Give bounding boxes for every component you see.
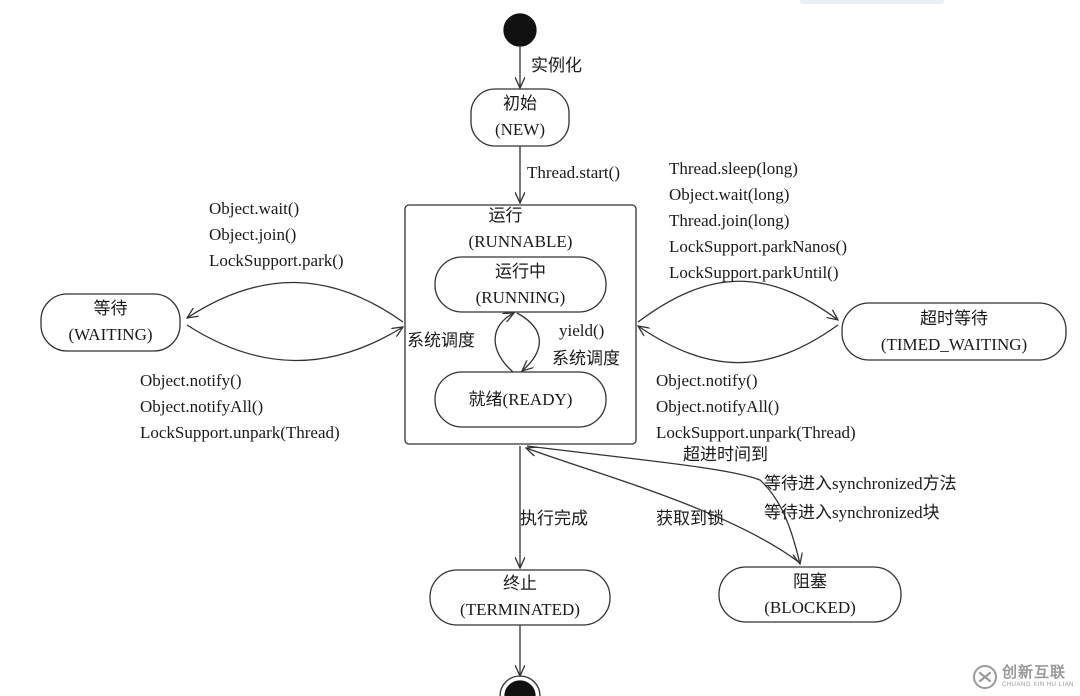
start-label: Thread.start() xyxy=(527,163,620,182)
state-runnable-name: 运行 xyxy=(488,206,523,225)
state-new-code: (NEW) xyxy=(494,120,546,139)
to-waiting-method: LockSupport.park() xyxy=(209,251,344,270)
to-waiting-methods: Object.wait() Object.join() LockSupport.… xyxy=(209,196,344,274)
state-runnable-box xyxy=(404,204,637,445)
end-node-outer xyxy=(499,675,541,696)
state-running-code: (RUNNING) xyxy=(475,288,566,307)
watermark-logo-icon xyxy=(972,665,997,689)
state-blocked-text: 阻塞 (BLOCKED) xyxy=(719,569,901,621)
state-ready-box xyxy=(434,371,607,428)
state-timed-waiting-text: 超时等待 (TIMED_WAITING) xyxy=(842,306,1066,358)
schedule-arrow xyxy=(494,313,514,373)
state-new-name: 初始 xyxy=(503,94,537,113)
to-waiting-method: Object.join() xyxy=(209,225,297,244)
state-blocked-code: (BLOCKED) xyxy=(764,598,856,617)
state-timed-waiting-code: (TIMED_WAITING) xyxy=(880,335,1028,354)
from-timed-waiting-method: LockSupport.unpark(Thread) xyxy=(656,423,856,442)
from-timed-waiting-methods: Object.notify() Object.notifyAll() LockS… xyxy=(656,368,856,446)
state-running-box xyxy=(434,256,607,313)
schedule-left-label: 系统调度 xyxy=(407,331,475,350)
to-timed-waiting-arrow xyxy=(637,280,838,323)
watermark-name: 创新互联 xyxy=(1001,664,1066,681)
from-waiting-method: Object.notify() xyxy=(140,371,242,390)
yield-label: yield() xyxy=(559,321,605,340)
from-timed-waiting-arrow xyxy=(638,324,839,364)
from-waiting-method: LockSupport.unpark(Thread) xyxy=(140,423,340,442)
to-timed-waiting-method: Thread.join(long) xyxy=(669,211,790,230)
enter-sync-labels: 等待进入synchronized方法 等待进入synchronized块 xyxy=(764,471,957,526)
instantiate-label: 实例化 xyxy=(531,56,582,75)
enter-sync-arrow xyxy=(526,445,800,564)
top-bar-fragment xyxy=(800,0,944,4)
end-node-inner xyxy=(504,680,536,696)
state-timed-waiting-name: 超时等待 xyxy=(920,309,988,328)
acquire-lock-label: 获取到锁 xyxy=(656,509,724,528)
from-timed-waiting-method: Object.notify() xyxy=(656,371,758,390)
state-blocked-box xyxy=(718,566,902,623)
complete-label: 执行完成 xyxy=(520,509,588,528)
to-timed-waiting-method: Object.wait(long) xyxy=(669,185,790,204)
from-waiting-methods: Object.notify() Object.notifyAll() LockS… xyxy=(140,368,340,446)
schedule-right-label: 系统调度 xyxy=(552,349,620,368)
to-timed-waiting-methods: Thread.sleep(long) Object.wait(long) Thr… xyxy=(669,156,847,286)
to-waiting-method: Object.wait() xyxy=(209,199,300,218)
from-waiting-arrow xyxy=(186,324,403,362)
to-timed-waiting-method: Thread.sleep(long) xyxy=(669,159,798,178)
watermark: 创新互联 CHUANG XIN HU LIAN xyxy=(972,664,1074,690)
enter-sync-label: 等待进入synchronized方法 xyxy=(764,474,957,493)
state-running-text: 运行中 (RUNNING) xyxy=(435,259,606,311)
from-timed-waiting-method: Object.notifyAll() xyxy=(656,397,780,416)
watermark-text: 创新互联 CHUANG XIN HU LIAN xyxy=(1002,665,1074,689)
state-blocked-name: 阻塞 xyxy=(793,572,827,591)
state-waiting-box xyxy=(40,293,181,352)
state-waiting-code: (WAITING) xyxy=(68,325,153,344)
state-ready-label: 就绪(READY) xyxy=(468,390,573,409)
acquire-lock-arrow xyxy=(526,448,801,564)
state-waiting-name: 等待 xyxy=(93,299,128,318)
start-node xyxy=(503,13,537,47)
state-waiting-text: 等待 (WAITING) xyxy=(41,296,180,348)
state-terminated-text: 终止 (TERMINATED) xyxy=(430,571,610,623)
to-timed-waiting-method: LockSupport.parkNanos() xyxy=(669,237,847,256)
yield-arrow xyxy=(516,312,541,371)
state-terminated-code: (TERMINATED) xyxy=(460,600,580,619)
state-running-name: 运行中 xyxy=(495,262,546,281)
from-waiting-method: Object.notifyAll() xyxy=(140,397,264,416)
timeout-label: 超进时间到 xyxy=(683,445,768,464)
state-runnable-code: (RUNNABLE) xyxy=(468,232,573,251)
to-waiting-arrow xyxy=(187,281,404,323)
state-terminated-name: 终止 xyxy=(503,574,537,593)
state-timed-waiting-box xyxy=(841,302,1067,361)
watermark-sub: CHUANG XIN HU LIAN xyxy=(1001,682,1074,688)
enter-sync-label: 等待进入synchronized块 xyxy=(764,503,940,522)
to-timed-waiting-method: LockSupport.parkUntil() xyxy=(669,263,839,282)
state-runnable-text: 运行 (RUNNABLE) xyxy=(405,203,636,255)
state-new-text: 初始 (NEW) xyxy=(471,91,569,143)
